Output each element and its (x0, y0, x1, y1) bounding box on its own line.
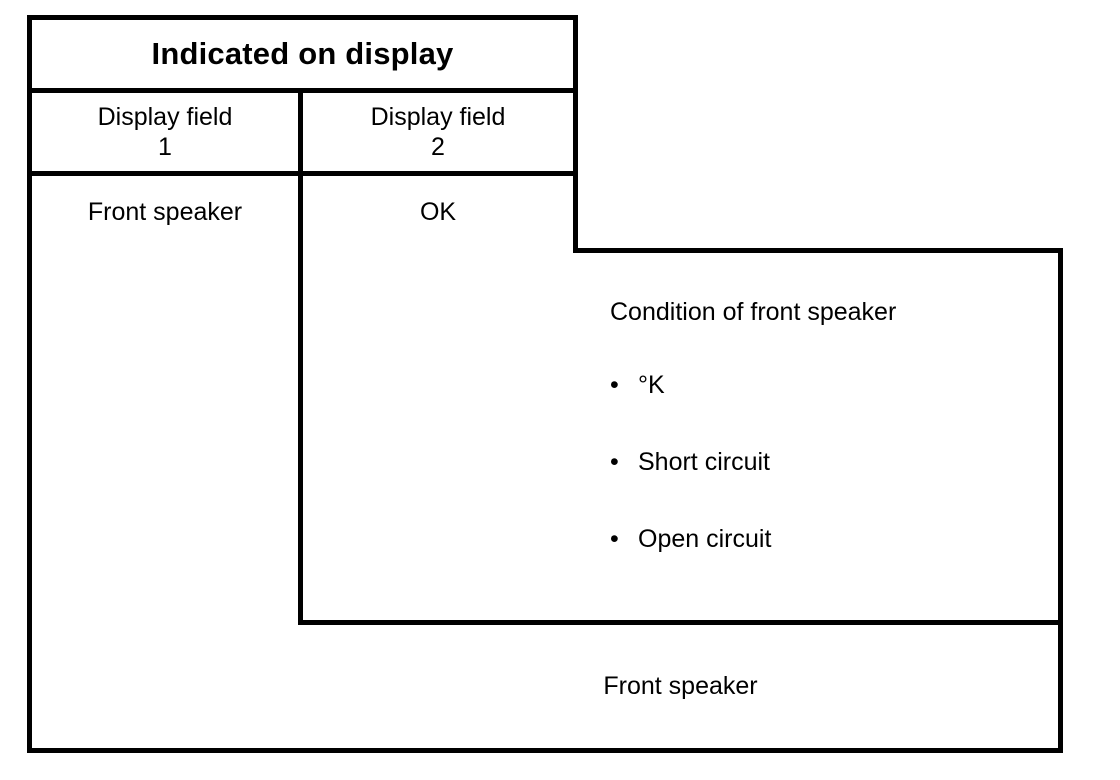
panel-right-border (1058, 248, 1063, 625)
footer-right-border (1058, 620, 1063, 753)
upper-step-border (573, 248, 1063, 253)
column-divider-border (298, 88, 303, 625)
condition-bullet-item-1: • °K (610, 373, 1040, 398)
bullet-dot-icon: • (610, 371, 619, 399)
title-row-top-border (27, 15, 578, 20)
condition-bullet-item-2: • Short circuit (610, 450, 1040, 475)
outer-bottom-border (27, 748, 1063, 753)
condition-panel-heading: Condition of front speaker (610, 298, 897, 326)
diagram-title: Indicated on display (151, 36, 454, 72)
condition-bullet-label-1: °K (638, 371, 665, 399)
column-header-display-field-1: Display field 1 (97, 102, 233, 162)
condition-bullet-item-3: • Open circuit (610, 527, 1040, 552)
condition-bullet-label-2: Short circuit (638, 448, 770, 476)
condition-panel: Condition of front speaker • °K • Short … (610, 298, 1040, 552)
column-header-display-field-2: Display field 2 (370, 102, 506, 162)
column2-right-border (573, 15, 578, 253)
data-cell-display-field-2: OK (419, 197, 457, 226)
bullet-dot-icon: • (610, 448, 619, 476)
bullet-dot-icon: • (610, 525, 619, 553)
condition-bullet-label-3: Open circuit (638, 525, 772, 553)
footer-cell-front-speaker: Front speaker (603, 672, 758, 701)
outer-left-border (27, 15, 32, 753)
lower-step-border (298, 620, 1063, 625)
condition-bullet-list: • °K • Short circuit • Open circuit (610, 373, 1040, 552)
data-cell-display-field-1: Front speaker (87, 197, 243, 226)
